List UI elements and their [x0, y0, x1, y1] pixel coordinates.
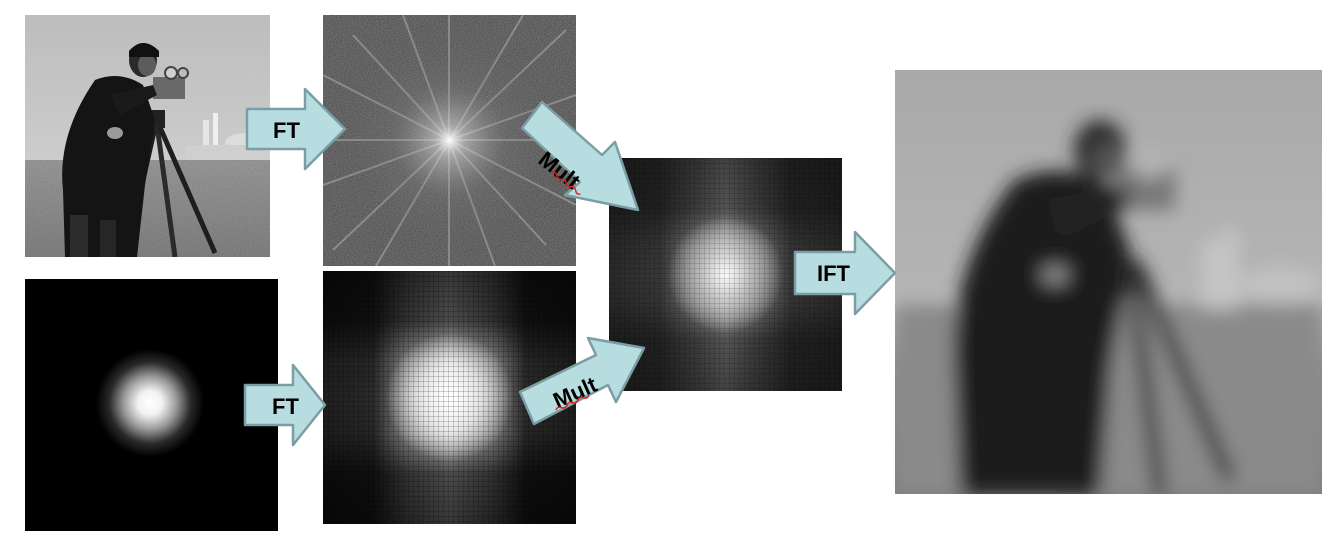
- spellcheck-underline-bottom: [555, 395, 590, 411]
- blurred-output-image: [895, 70, 1322, 494]
- ft-arrow-bottom: [243, 363, 327, 447]
- mult-arrow-bottom: [518, 336, 646, 426]
- ft-arrow-top: [245, 87, 347, 171]
- ift-arrow: [793, 230, 897, 316]
- ft-label-top: FT: [273, 118, 300, 143]
- product-spectrum: [609, 158, 842, 391]
- input-image-cameraman: [25, 15, 270, 257]
- gaussian-kernel-image: [25, 279, 278, 531]
- ft-label-bottom: FT: [272, 394, 299, 419]
- mult-arrow-top: [520, 100, 640, 212]
- spellcheck-underline-top: [551, 171, 581, 195]
- ift-label: IFT: [817, 261, 850, 286]
